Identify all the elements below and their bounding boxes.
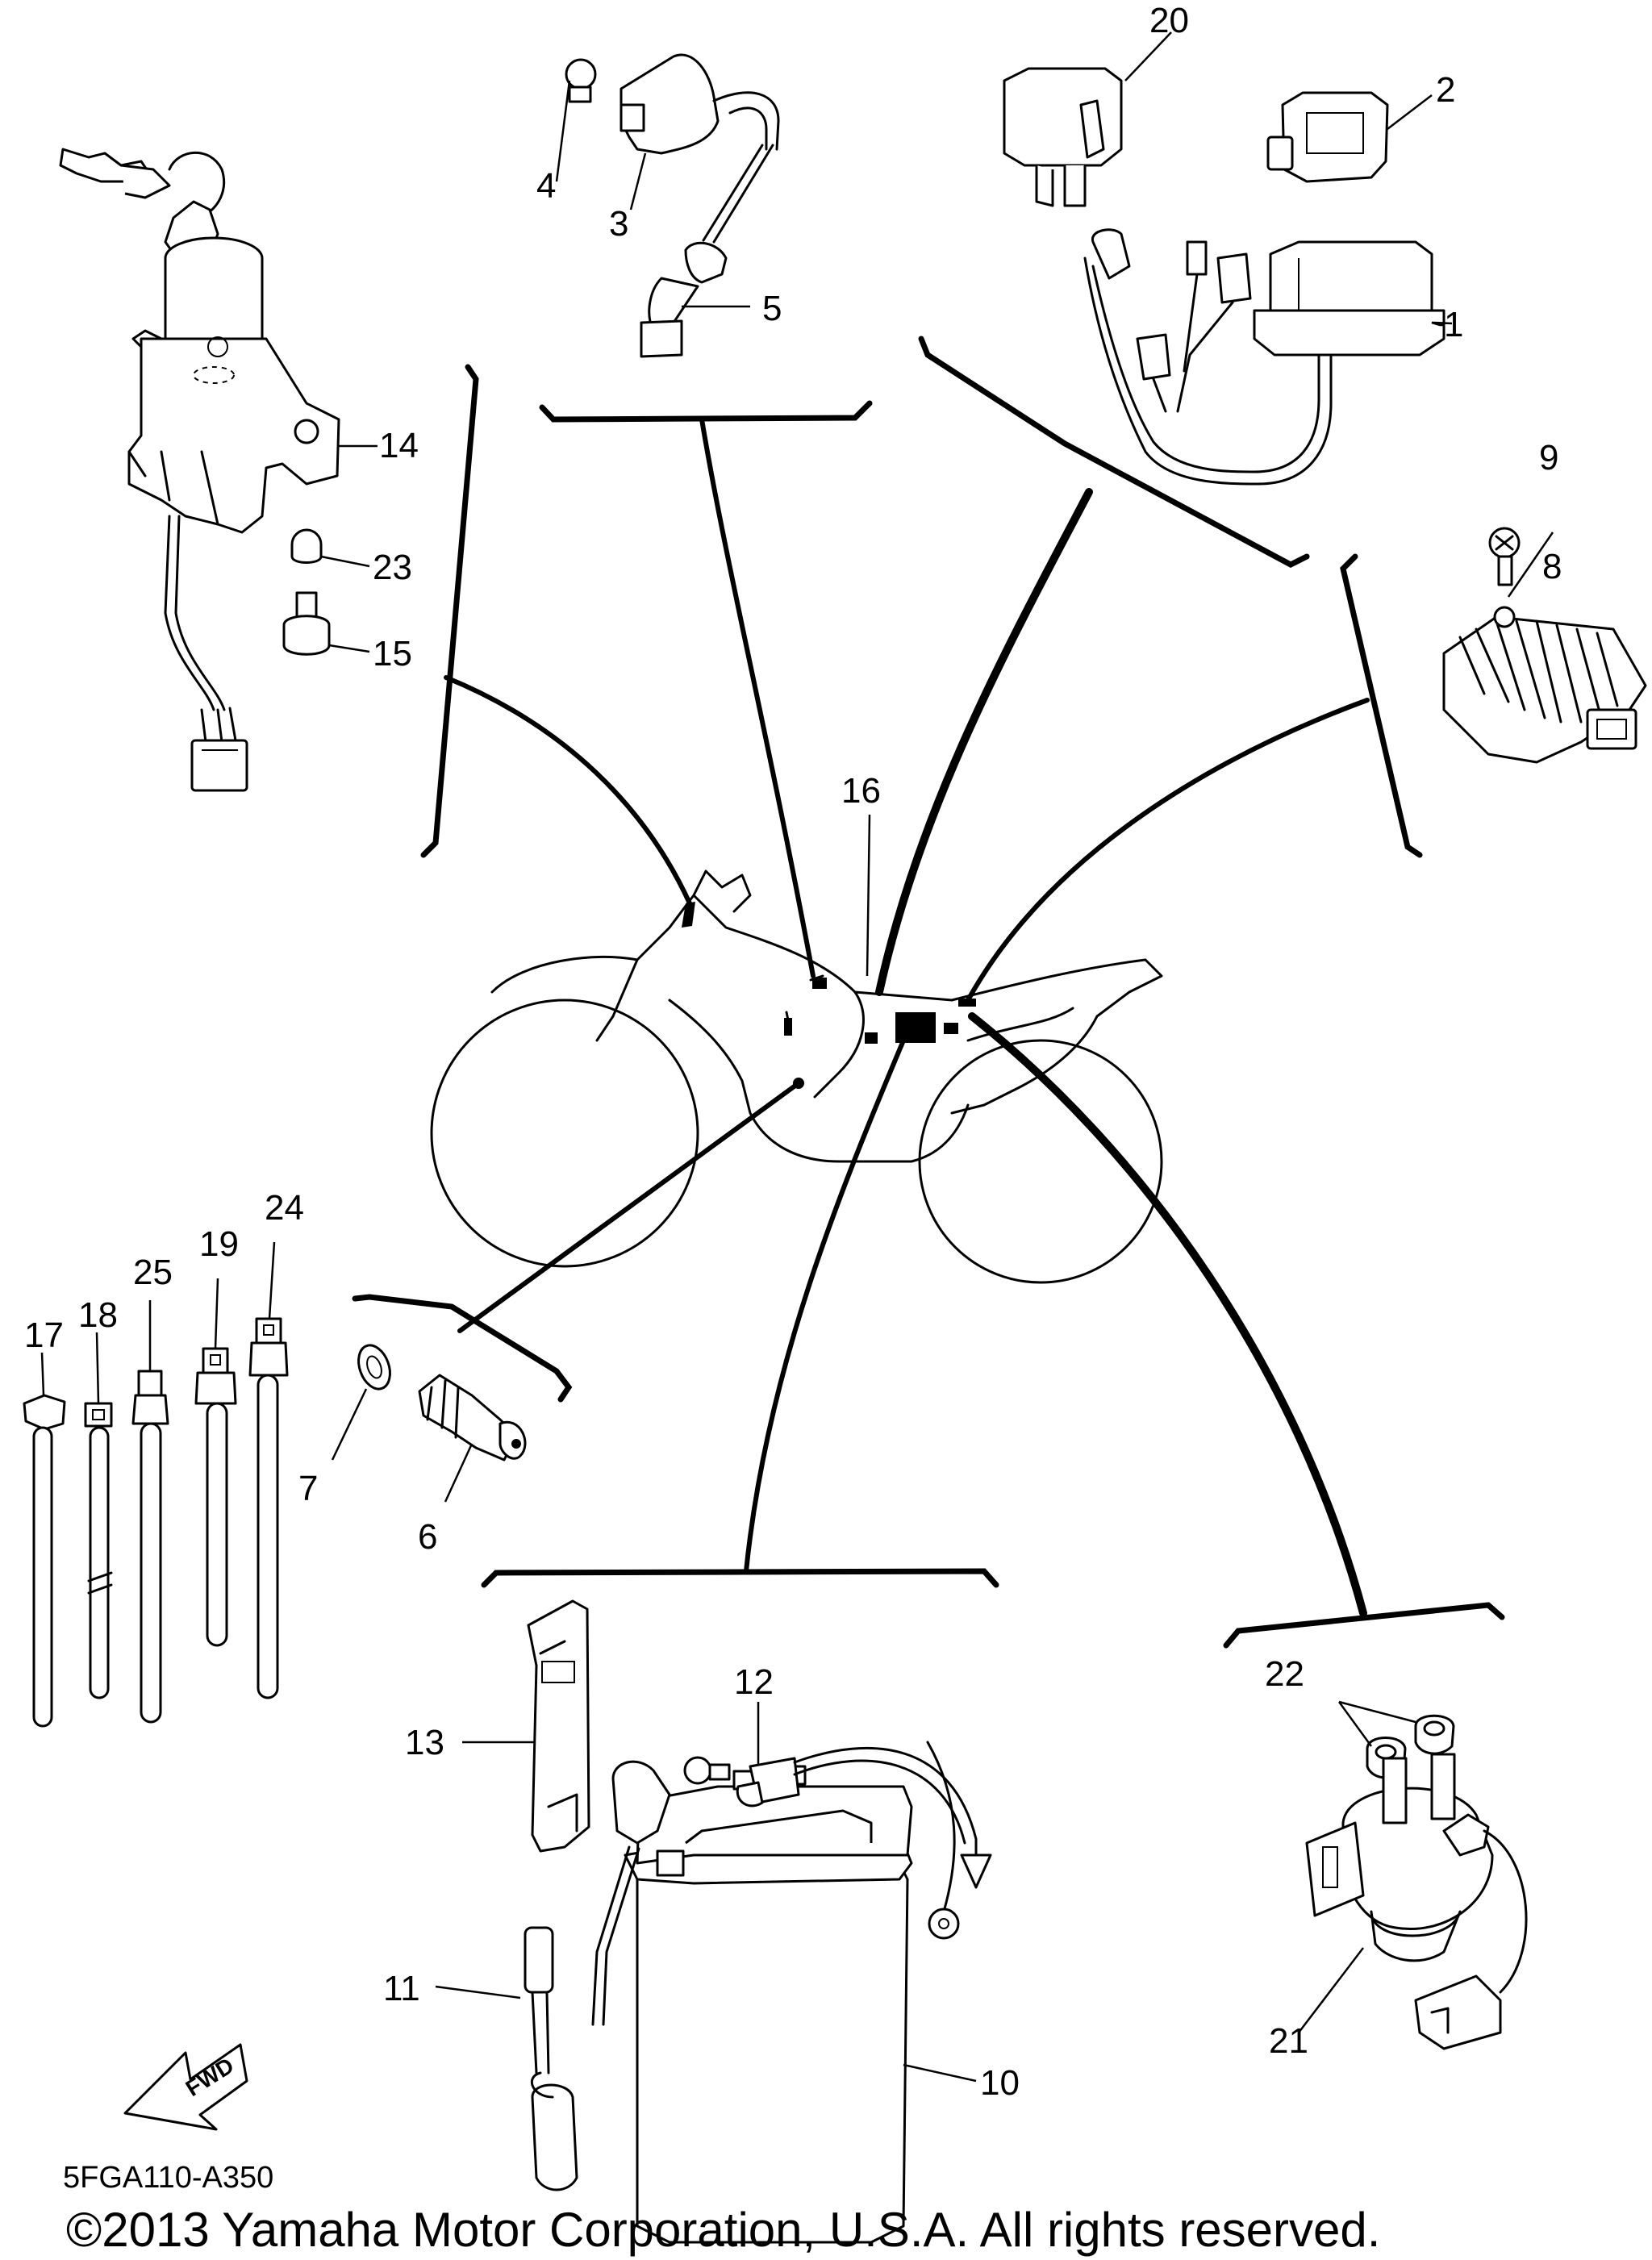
callout-18: 18 (78, 1295, 118, 1335)
callout-14: 14 (379, 426, 419, 465)
drawing-code: 5FGA110-A350 (63, 2161, 273, 2195)
rectifier-regulator-assembly (1442, 527, 1647, 764)
callout-6: 6 (418, 1517, 437, 1557)
callout-15: 15 (373, 634, 412, 673)
battery-assembly (524, 1741, 992, 2244)
callout-1: 1 (1444, 305, 1463, 344)
callout-2: 2 (1436, 70, 1455, 110)
callout-16: 16 (841, 771, 881, 811)
callout-7: 7 (298, 1469, 318, 1508)
ignition-switch-assembly (59, 148, 340, 792)
callout-24: 24 (265, 1188, 304, 1228)
callout-22: 22 (1265, 1654, 1304, 1694)
copyright-notice: ©2013 Yamaha Motor Corporation, U.S.A. A… (66, 2203, 1380, 2257)
callout-19: 19 (199, 1224, 239, 1264)
callout-11: 11 (383, 1969, 420, 2008)
callout-9: 9 (1539, 438, 1558, 477)
callout-5: 5 (762, 289, 782, 328)
starter-relay-assembly (1305, 1714, 1528, 2050)
callout-13: 13 (405, 1723, 444, 1762)
connector-traces (352, 336, 1505, 1649)
callout-25: 25 (133, 1253, 173, 1292)
callout-3: 3 (609, 204, 628, 244)
callout-23: 23 (373, 548, 412, 587)
callout-20: 20 (1149, 1, 1189, 40)
callout-12: 12 (734, 1662, 774, 1702)
motorcycle-silhouette-icon (430, 869, 1163, 1284)
callout-17: 17 (24, 1316, 64, 1355)
neutral-switch-assembly (357, 1344, 527, 1461)
forward-arrow-icon (123, 2043, 248, 2131)
callout-21: 21 (1269, 2021, 1308, 2061)
cable-ties (23, 1317, 289, 1728)
callout-4: 4 (536, 166, 556, 206)
callout-8: 8 (1542, 547, 1562, 586)
relay-and-cdi-assembly (1003, 67, 1446, 486)
battery-band (527, 1599, 590, 1853)
callout-labels: 1 2 3 4 5 6 7 8 9 10 11 12 13 14 15 16 1… (24, 1, 1562, 2103)
callout-10: 10 (980, 2063, 1020, 2103)
ignition-coil-assembly (565, 53, 780, 358)
